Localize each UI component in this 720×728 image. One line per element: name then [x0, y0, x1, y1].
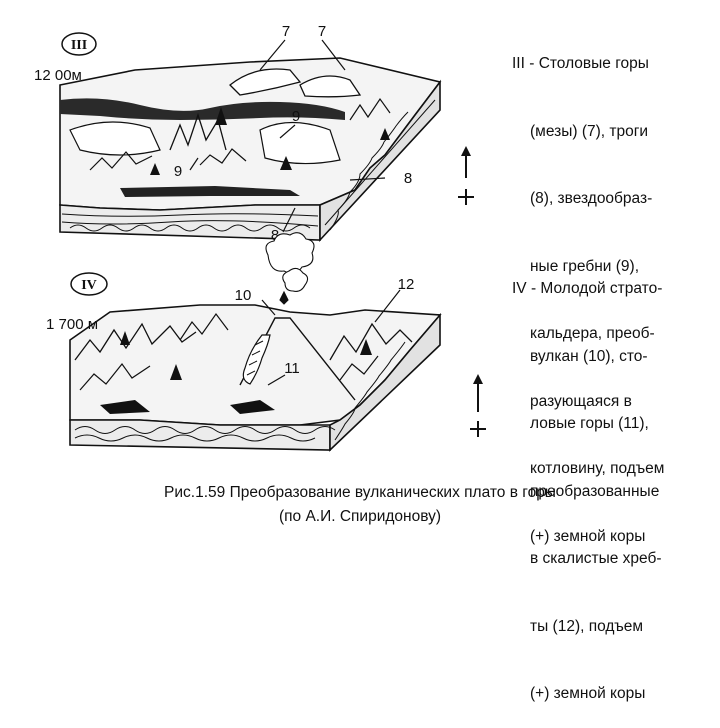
label-11: 11 — [284, 360, 300, 377]
block-iv-elevation: 1 700 м — [46, 316, 98, 333]
block-iii-diagram — [60, 33, 440, 240]
desc-iv-line: в скалистые хреб- — [512, 548, 662, 571]
block-iv-diagram — [70, 273, 440, 450]
block-iv-numeral: IV — [81, 278, 97, 293]
desc-iv-line: IV - Молодой страто- — [512, 278, 662, 301]
description-iv: IV - Молодой страто- вулкан (10), сто- л… — [512, 233, 662, 728]
label-12: 12 — [398, 276, 415, 293]
caption-source: (по А.И. Спиридонову) — [0, 508, 720, 526]
block-iii-numeral: III — [71, 38, 87, 53]
desc-iii-line: (мезы) (7), троги — [512, 121, 664, 144]
label-9-lower: 9 — [174, 163, 182, 180]
desc-iii-line: III - Столовые горы — [512, 53, 664, 76]
desc-iii-line: (8), звездообраз- — [512, 188, 664, 211]
desc-iv-line: вулкан (10), сто- — [512, 346, 662, 369]
label-8-right: 8 — [404, 170, 412, 187]
block-iii-elevation: 12 00м — [34, 67, 82, 84]
label-7-right: 7 — [318, 23, 326, 40]
desc-iv-line: ты (12), подъем — [512, 616, 662, 639]
label-9-upper: 9 — [292, 108, 300, 125]
desc-iv-line: ловые горы (11), — [512, 413, 662, 436]
caption-title: Рис.1.59 Преобразование вулканических пл… — [0, 484, 720, 502]
uplift-arrow-iv — [470, 374, 486, 437]
label-7-left: 7 — [282, 23, 290, 40]
volcano-plume — [266, 233, 314, 304]
label-10: 10 — [235, 287, 252, 304]
uplift-arrow-iii — [458, 146, 474, 205]
desc-iv-line: (+) земной коры — [512, 683, 662, 706]
